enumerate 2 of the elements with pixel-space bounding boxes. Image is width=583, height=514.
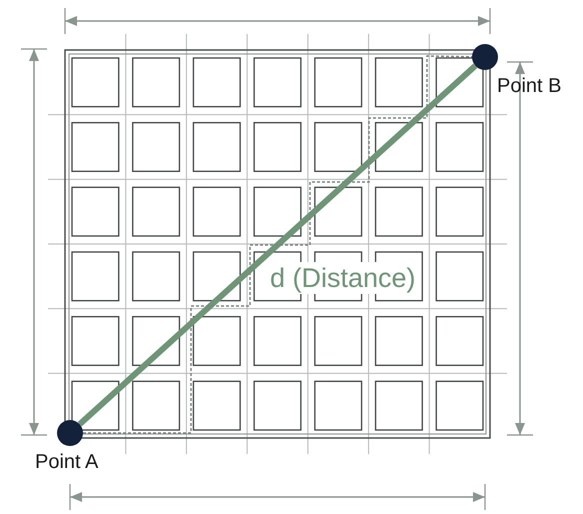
point-label: Point A <box>35 450 98 474</box>
point-label: Point B <box>497 74 562 98</box>
